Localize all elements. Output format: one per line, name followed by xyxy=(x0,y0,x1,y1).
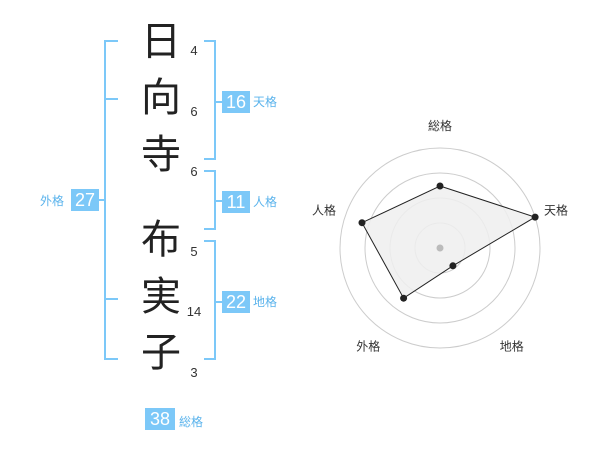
gaikaku-bracket xyxy=(104,40,118,360)
soukaku-label: 総格 xyxy=(179,415,204,429)
radar-axis-label-1: 総格 xyxy=(428,118,452,133)
stroke-count-2: 6 xyxy=(190,104,198,119)
radar-point-2 xyxy=(531,213,539,221)
name-char-5: 実 xyxy=(141,274,181,320)
name-char-1: 日 xyxy=(141,19,181,65)
name-char-4: 布 xyxy=(141,217,181,263)
chikaku-value-badge: 22 xyxy=(222,291,250,313)
radar-axis-label-4: 外格 xyxy=(356,339,380,354)
tenkaku-bracket-tick xyxy=(214,101,222,103)
soukaku-value-badge: 38 xyxy=(145,408,175,430)
radar-axis-label-2: 天格 xyxy=(544,202,568,217)
radar-axis-label-5: 人格 xyxy=(312,202,336,217)
gaikaku-bracket-tick xyxy=(104,298,118,300)
radar-axis-label-3: 地格 xyxy=(500,339,524,354)
jinkaku-value-badge: 11 xyxy=(222,191,250,213)
stroke-count-6: 3 xyxy=(190,365,198,380)
gaikaku-bracket-tick xyxy=(104,98,118,100)
stroke-count-5: 14 xyxy=(186,304,202,319)
gaikaku-label: 外格 xyxy=(40,194,65,208)
chikaku-label: 地格 xyxy=(253,295,278,309)
gaikaku-bracket-tick xyxy=(96,199,106,201)
jinkaku-bracket-tick xyxy=(214,200,222,202)
tenkaku-bracket xyxy=(204,40,216,160)
stroke-count-4: 5 xyxy=(190,244,198,259)
gaikaku-value-badge: 27 xyxy=(71,189,99,211)
stroke-count-1: 4 xyxy=(190,43,198,58)
radar-series-area xyxy=(361,185,537,299)
tenkaku-value-badge: 16 xyxy=(222,91,250,113)
radar-point-4 xyxy=(400,294,408,302)
name-char-3: 寺 xyxy=(141,132,181,178)
radar-ring xyxy=(364,172,516,324)
stroke-count-3: 6 xyxy=(190,164,198,179)
radar-center-point xyxy=(436,244,444,252)
name-char-2: 向 xyxy=(141,75,181,121)
radar-point-5 xyxy=(358,219,366,227)
chikaku-bracket xyxy=(204,240,216,360)
chikaku-bracket-tick xyxy=(214,301,222,303)
radar-point-3 xyxy=(449,262,457,270)
radar-point-1 xyxy=(436,182,444,190)
tenkaku-label: 天格 xyxy=(253,95,278,109)
name-char-6: 子 xyxy=(141,330,181,376)
jinkaku-label: 人格 xyxy=(253,195,278,209)
